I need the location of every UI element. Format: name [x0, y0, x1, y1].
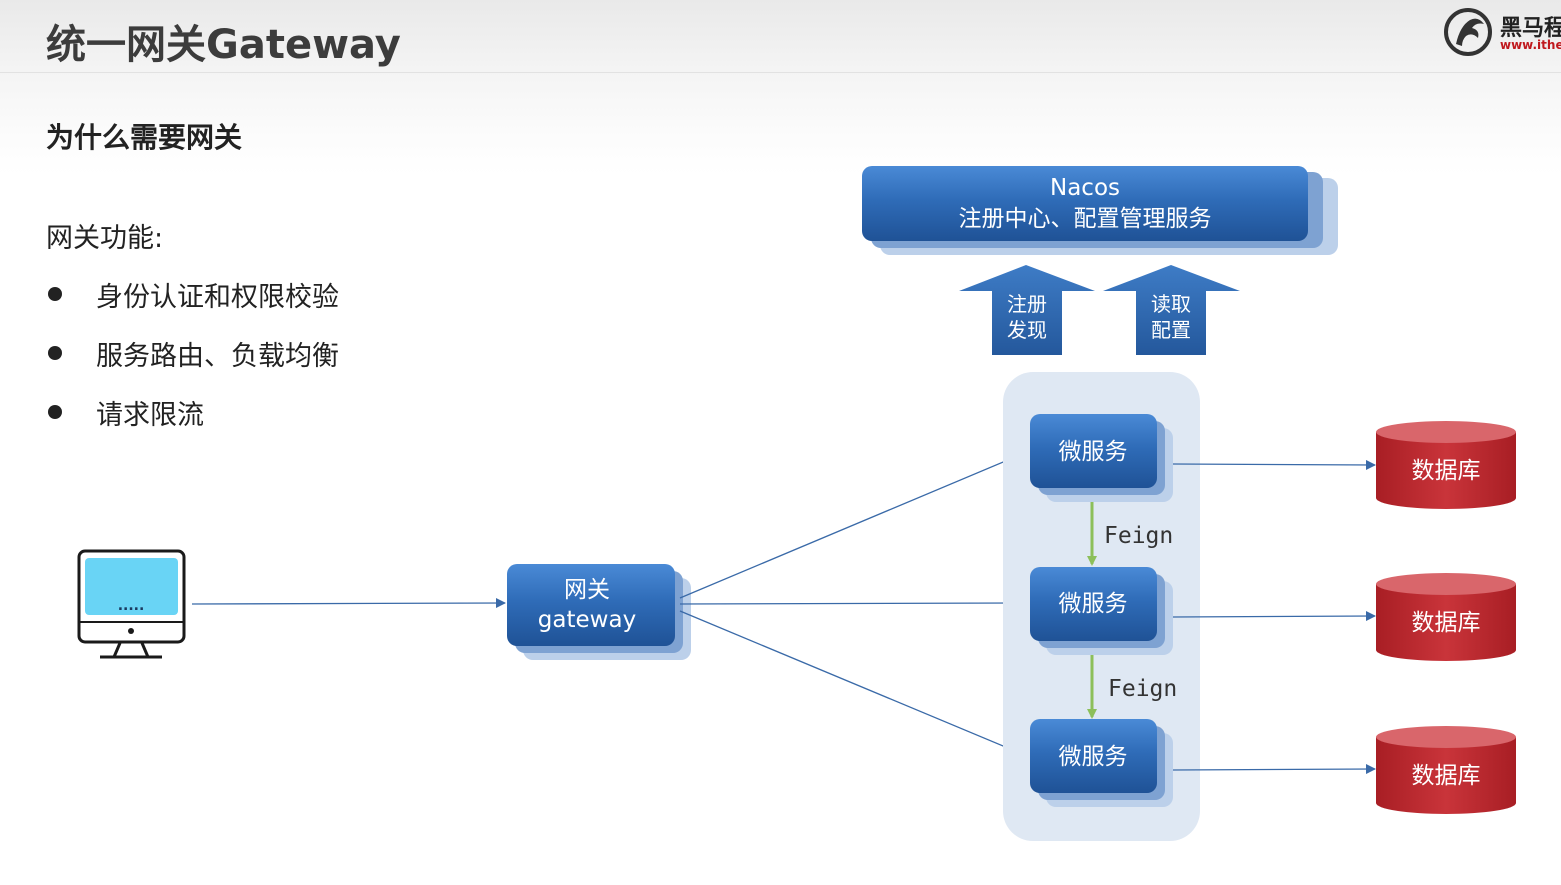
feign-label: Feign [1104, 523, 1173, 549]
gateway-label-cn: 网关 [564, 577, 610, 603]
gateway-to-service-2-arrow [679, 598, 1028, 609]
logo-url-text: www.ithei [1500, 38, 1561, 52]
register-discover-arrow: 注册 发现 [959, 265, 1095, 355]
features-heading: 网关功能: [46, 223, 164, 254]
bullet-icon [48, 405, 62, 419]
feign-label: Feign [1108, 676, 1177, 702]
client-to-gateway-arrow [191, 598, 506, 609]
svg-text:配置: 配置 [1151, 318, 1191, 342]
database-cylinder-2: 数据库 [1376, 573, 1516, 661]
svg-text:数据库: 数据库 [1412, 458, 1481, 484]
service-2-to-db-arrow [1172, 611, 1376, 622]
nacos-box: Nacos 注册中心、配置管理服务 [862, 166, 1338, 255]
microservice-box-3: 微服务 [1030, 719, 1173, 807]
microservice-box-1: 微服务 [1030, 414, 1173, 502]
service-1-to-db-arrow [1172, 459, 1376, 470]
nacos-title: Nacos [1050, 175, 1120, 201]
svg-text:发现: 发现 [1007, 318, 1047, 342]
read-config-arrow: 读取 配置 [1103, 265, 1240, 355]
header-divider [0, 72, 1561, 73]
gateway-to-service-3-arrow [679, 610, 1028, 758]
svg-text:微服务: 微服务 [1059, 439, 1128, 465]
client-computer-icon: ..... [77, 549, 186, 659]
section-subtitle: 为什么需要网关 [46, 121, 243, 154]
gateway-label-en: gateway [538, 607, 636, 633]
svg-text:数据库: 数据库 [1412, 763, 1481, 789]
gateway-box: 网关 gateway [507, 564, 691, 660]
microservice-box-2: 微服务 [1030, 567, 1173, 655]
svg-text:数据库: 数据库 [1412, 610, 1481, 636]
svg-text:微服务: 微服务 [1059, 744, 1128, 770]
header-band [0, 0, 1561, 175]
gateway-to-service-1-arrow [679, 450, 1028, 599]
bullet-icon [48, 287, 62, 301]
database-cylinder-1: 数据库 [1376, 421, 1516, 509]
brand-logo: 黑马程 www.ithei [1440, 6, 1561, 58]
svg-text:注册: 注册 [1007, 292, 1047, 316]
horse-logo-icon [1444, 8, 1492, 56]
svg-text:读取: 读取 [1151, 292, 1191, 316]
slide-title: 统一网关Gateway [46, 22, 401, 68]
svg-text:微服务: 微服务 [1059, 591, 1128, 617]
database-cylinder-3: 数据库 [1376, 726, 1516, 814]
bullet-icon [48, 346, 62, 360]
service-3-to-db-arrow [1172, 764, 1376, 775]
logo-brand-text: 黑马程 [1500, 16, 1561, 41]
nacos-description: 注册中心、配置管理服务 [959, 206, 1212, 232]
client-screen-text: ..... [118, 598, 145, 614]
